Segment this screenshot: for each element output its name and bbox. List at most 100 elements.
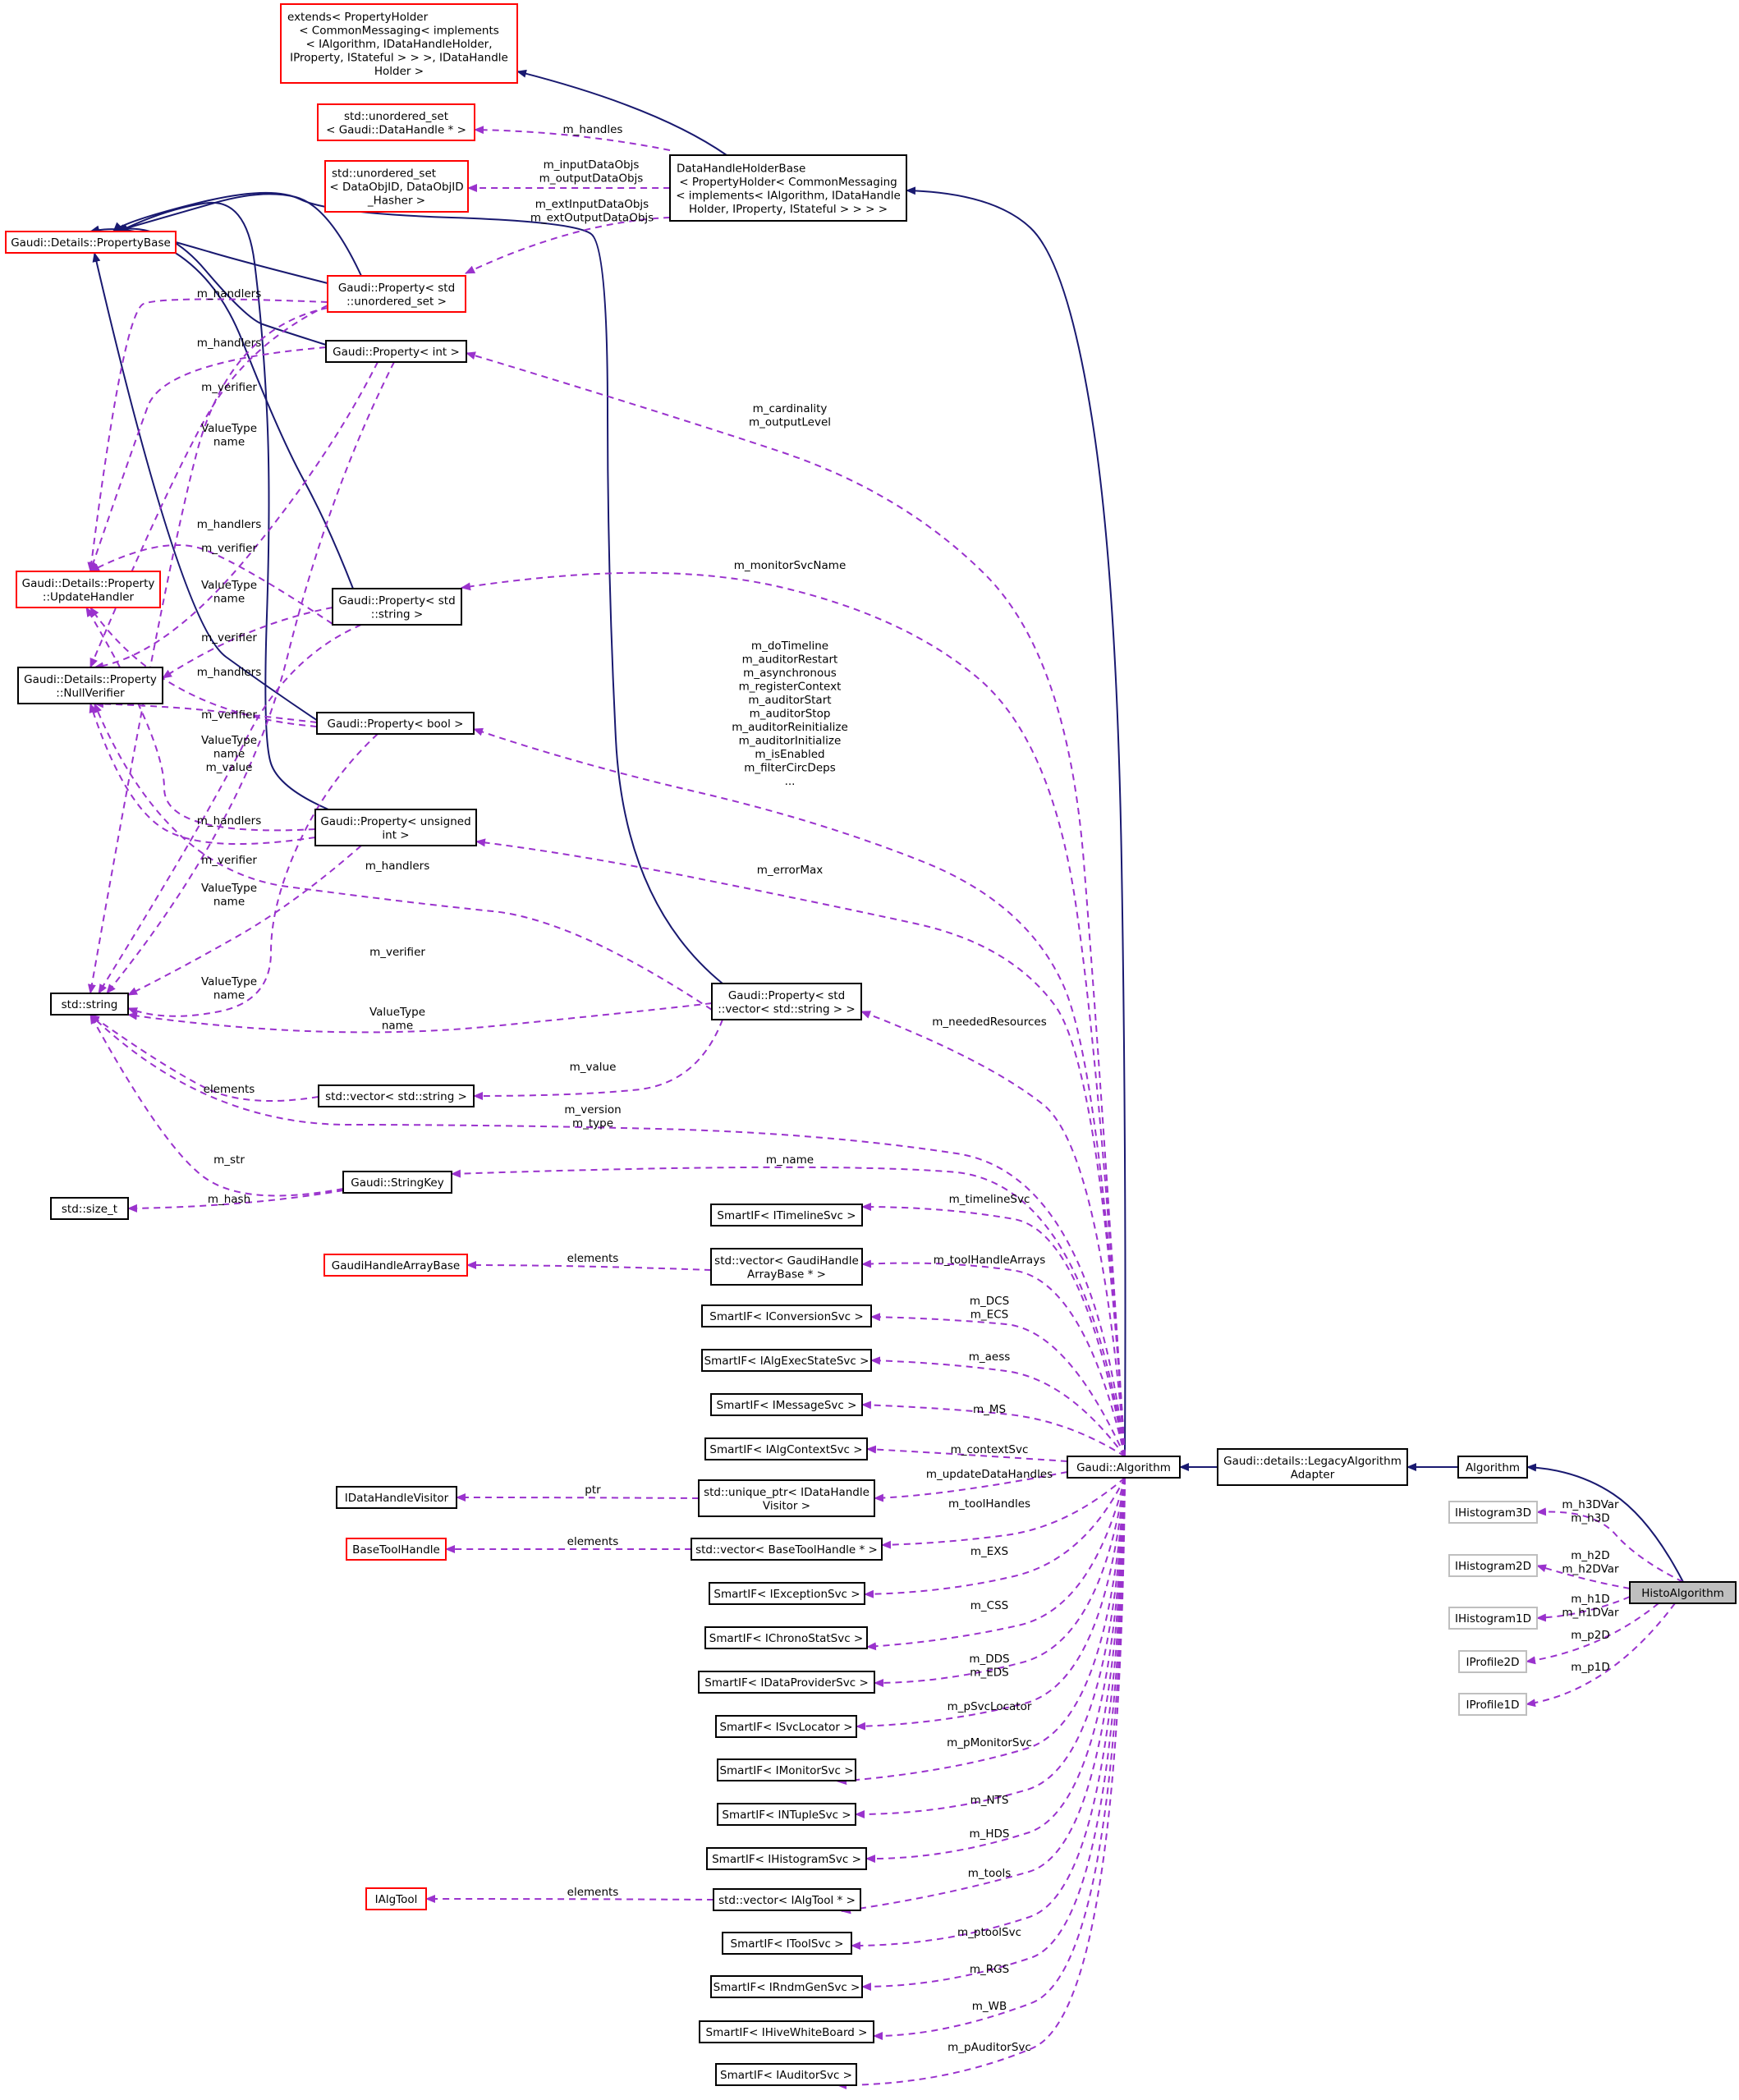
- edge-label-text: m_hash: [208, 1193, 250, 1206]
- node-box: [669, 154, 907, 222]
- class-node-sif-timeline[interactable]: SmartIF< ITimelineSvc >: [710, 1204, 863, 1227]
- edge-label-text: m_h1D: [1571, 1593, 1609, 1606]
- class-node-vec-basetool[interactable]: std::vector< BaseToolHandle * >: [691, 1538, 883, 1561]
- node-label: < DataObjID, DataObjID: [329, 181, 463, 194]
- class-node-basetoolhandle[interactable]: BaseToolHandle: [346, 1538, 447, 1561]
- class-node-iprofile2d[interactable]: IProfile2D: [1458, 1650, 1527, 1673]
- edge-label-m-handlers-6: m_handlers: [365, 860, 430, 873]
- node-label: SmartIF< ISvcLocator >: [719, 1721, 852, 1734]
- edge-label-m-contextsvc: m_contextSvc: [951, 1443, 1029, 1456]
- class-node-gaudi-algorithm[interactable]: Gaudi::Algorithm: [1067, 1456, 1181, 1479]
- class-node-sif-auditor[interactable]: SmartIF< IAuditorSvc >: [715, 2063, 857, 2086]
- node-box: [1458, 1693, 1527, 1716]
- node-label: Gaudi::StringKey: [351, 1176, 443, 1190]
- class-node-sif-algexec[interactable]: SmartIF< IAlgExecStateSvc >: [701, 1349, 872, 1372]
- class-node-unordered-dataobj[interactable]: std::unordered_set< DataObjID, DataObjID…: [324, 160, 469, 213]
- node-label: SmartIF< IMonitorSvc >: [719, 1764, 853, 1777]
- class-node-ihisto2d[interactable]: IHistogram2D: [1448, 1554, 1538, 1577]
- class-node-sif-chrono[interactable]: SmartIF< IChronoStatSvc >: [704, 1626, 868, 1649]
- class-node-sif-tool[interactable]: SmartIF< IToolSvc >: [722, 1932, 852, 1955]
- class-node-sif-message[interactable]: SmartIF< IMessageSvc >: [710, 1393, 863, 1416]
- class-node-propertybase[interactable]: Gaudi::Details::PropertyBase: [5, 231, 177, 254]
- usage-edge-29: [881, 1477, 1126, 1549]
- usage-edge-71: [1526, 1603, 1676, 1708]
- class-node-ghab[interactable]: GaudiHandleArrayBase: [323, 1254, 468, 1277]
- class-node-ihisto3d[interactable]: IHistogram3D: [1448, 1501, 1538, 1524]
- class-node-sif-ntuple[interactable]: SmartIF< INTupleSvc >: [717, 1803, 856, 1826]
- class-node-iprofile1d[interactable]: IProfile1D: [1458, 1693, 1527, 1716]
- edge-label-text: elements: [567, 1886, 619, 1899]
- class-node-sif-rndm[interactable]: SmartIF< IRndmGenSvc >: [710, 1975, 863, 1998]
- class-node-vecstring[interactable]: std::vector< std::string >: [318, 1084, 475, 1107]
- class-node-sif-dataprovider[interactable]: SmartIF< IDataProviderSvc >: [698, 1671, 875, 1694]
- edge-label-text: m_toolHandleArrays: [934, 1254, 1045, 1267]
- node-box: [336, 1486, 457, 1509]
- class-node-dhvisitor[interactable]: IDataHandleVisitor: [336, 1486, 457, 1509]
- class-node-ihisto1d[interactable]: IHistogram1D: [1448, 1607, 1538, 1630]
- node-label: IHistogram2D: [1455, 1560, 1531, 1573]
- usage-edge-32: [874, 1477, 1126, 1687]
- edge-label-m-timelinesvc: m_timelineSvc: [949, 1193, 1030, 1206]
- class-node-stdstring[interactable]: std::string: [50, 993, 129, 1016]
- class-node-vec-ialgtool[interactable]: std::vector< IAlgTool * >: [713, 1888, 861, 1911]
- class-node-sif-conversion[interactable]: SmartIF< IConversionSvc >: [701, 1304, 872, 1327]
- usage-edge-16: [461, 571, 1126, 1457]
- node-box: [1448, 1501, 1538, 1524]
- usage-edge-31: [866, 1477, 1126, 1651]
- usage-edge-23: [861, 1259, 1126, 1457]
- edge-label-text: name: [213, 896, 245, 909]
- class-node-sif-monitor[interactable]: SmartIF< IMonitorSvc >: [717, 1758, 856, 1781]
- class-node-prop-unordered[interactable]: Gaudi::Property< std::unordered_set >: [327, 275, 466, 313]
- node-label: SmartIF< IRndmGenSvc >: [713, 1981, 860, 1994]
- class-node-sif-algcontext[interactable]: SmartIF< IAlgContextSvc >: [704, 1437, 868, 1460]
- edge-label-text: m_WB: [972, 2000, 1007, 2013]
- class-node-sif-exception[interactable]: SmartIF< IExceptionSvc >: [709, 1582, 865, 1605]
- class-node-algorithm[interactable]: Algorithm: [1457, 1456, 1528, 1479]
- node-label: ::string >: [371, 608, 423, 621]
- usage-edge-70: [1526, 1603, 1659, 1665]
- node-box: [701, 1304, 872, 1327]
- node-box: [715, 2063, 857, 2086]
- node-label: < PropertyHolder< CommonMessaging: [679, 176, 897, 189]
- edge-label-text: m_doTimeline: [751, 640, 828, 653]
- class-node-nullverifier[interactable]: Gaudi::Details::Property::NullVerifier: [17, 667, 163, 704]
- usage-edge-50: [89, 1014, 344, 1197]
- usage-edge-24: [870, 1313, 1126, 1457]
- node-box: [710, 1975, 863, 1998]
- edge-label-m-verifier-6: m_verifier: [369, 946, 425, 959]
- edge-label-text: m_ECS: [970, 1309, 1008, 1322]
- class-node-propertyholder[interactable]: extends< PropertyHolder< CommonMessaging…: [280, 3, 518, 84]
- class-node-stringkey[interactable]: Gaudi::StringKey: [342, 1171, 452, 1194]
- edge-label-text: m_value: [206, 761, 253, 774]
- class-node-histoalgorithm[interactable]: HistoAlgorithm: [1629, 1581, 1737, 1604]
- class-node-ialgtool[interactable]: IAlgTool: [365, 1887, 427, 1910]
- node-box: [50, 993, 129, 1016]
- class-node-updatehandler[interactable]: Gaudi::Details::Property::UpdateHandler: [16, 571, 161, 608]
- class-node-prop-string[interactable]: Gaudi::Property< std::string >: [332, 588, 462, 626]
- class-node-sizet[interactable]: std::size_t: [50, 1197, 129, 1220]
- class-node-prop-int[interactable]: Gaudi::Property< int >: [325, 340, 467, 363]
- class-node-uptr-visitor[interactable]: std::unique_ptr< IDataHandleVisitor >: [698, 1479, 875, 1517]
- class-node-sif-svclocator[interactable]: SmartIF< ISvcLocator >: [715, 1715, 857, 1738]
- class-node-dhholderbase[interactable]: DataHandleHolderBase< PropertyHolder< Co…: [669, 154, 907, 222]
- class-node-sif-hivewb[interactable]: SmartIF< IHiveWhiteBoard >: [699, 2020, 874, 2043]
- node-label: Adapter: [1291, 1468, 1335, 1481]
- node-box: [314, 809, 477, 846]
- class-node-prop-bool[interactable]: Gaudi::Property< bool >: [316, 712, 475, 735]
- edge-label-text: m_pSvcLocator: [948, 1700, 1032, 1713]
- class-node-unordered-dh[interactable]: std::unordered_set< Gaudi::DataHandle * …: [317, 103, 475, 141]
- node-label: SmartIF< IHiveWhiteBoard >: [706, 2026, 868, 2039]
- usage-edge-65: [127, 733, 379, 1017]
- usage-edge-30: [864, 1477, 1126, 1598]
- node-label: ::vector< std::string > >: [718, 1002, 855, 1016]
- usage-edge-37: [841, 1477, 1126, 1914]
- class-node-vec-ghab[interactable]: std::vector< GaudiHandleArrayBase * >: [710, 1248, 863, 1286]
- class-node-sif-histogram[interactable]: SmartIF< IHistogramSvc >: [706, 1847, 867, 1870]
- node-label: _Hasher >: [367, 195, 425, 208]
- class-node-prop-vecstring[interactable]: Gaudi::Property< std::vector< std::strin…: [711, 983, 862, 1020]
- node-box: [327, 275, 466, 313]
